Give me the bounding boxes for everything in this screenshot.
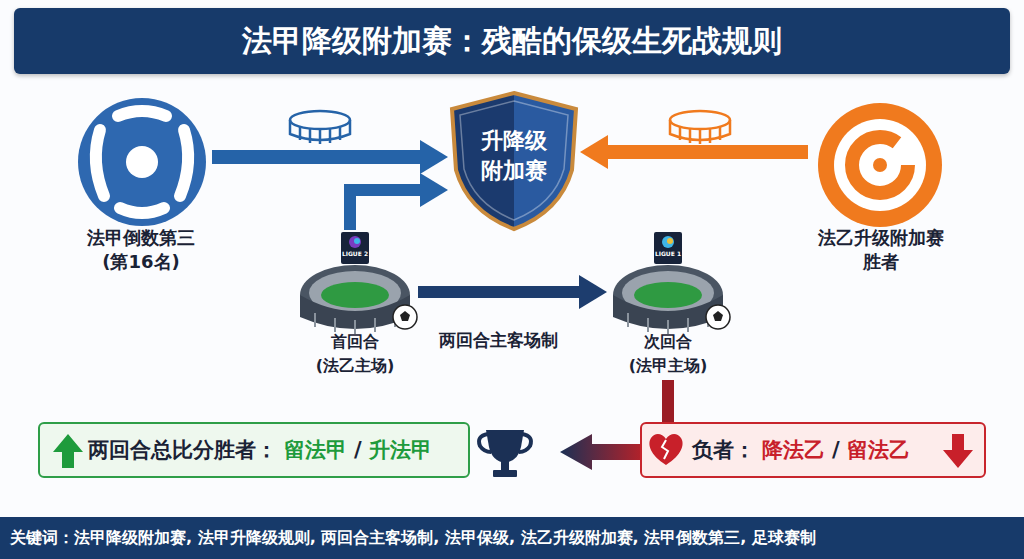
node-text: 法甲倒数第三 (第16名) bbox=[87, 226, 195, 278]
ligue1-logo-part bbox=[78, 98, 206, 226]
stadium-illustration-part bbox=[315, 313, 395, 334]
badge-label: LIGUE 1 bbox=[654, 250, 682, 257]
stadium-illustration-part bbox=[628, 313, 708, 334]
stadium-illustration-part bbox=[309, 271, 401, 315]
stadium-icon-small-part bbox=[300, 126, 340, 144]
trophy-icon-part bbox=[519, 434, 531, 452]
stadium-illustration-part bbox=[662, 236, 674, 248]
connector-arrow bbox=[350, 190, 420, 230]
stadium-illustration-part bbox=[654, 232, 682, 264]
stadium-illustration-part bbox=[634, 282, 702, 308]
node-text: 首回合 (法乙主场) bbox=[316, 330, 395, 380]
stadium-icon-small-part bbox=[290, 111, 350, 129]
stadium-illustration-part bbox=[706, 305, 730, 329]
result-arrow-part bbox=[560, 434, 640, 470]
stadium-illustration-part bbox=[622, 271, 714, 315]
winner-box: 两回合总比分胜者：留法甲 / 升法甲 bbox=[38, 422, 470, 478]
node-text: 升降级 附加赛 bbox=[481, 126, 547, 186]
stadium-icon-small-part bbox=[670, 120, 730, 140]
stadium-icon-small bbox=[670, 111, 730, 144]
stadium-illustration-part bbox=[354, 238, 360, 244]
stadium-icon-small-part bbox=[290, 120, 350, 140]
stadium-illustration-part bbox=[613, 295, 723, 329]
connector-arrow bbox=[418, 286, 579, 298]
stadium-illustration-part bbox=[400, 311, 410, 321]
trophy-icon-part bbox=[501, 462, 509, 471]
node-text: / bbox=[354, 438, 362, 462]
ligue2-logo-part bbox=[818, 103, 942, 227]
trophy-icon-part bbox=[479, 434, 491, 452]
stadium-illustration-part bbox=[349, 236, 361, 248]
node-text: / bbox=[832, 438, 840, 462]
ligue2-logo bbox=[818, 103, 942, 227]
ligue1-logo bbox=[78, 98, 206, 226]
caption-text: 关键词：法甲降级附加赛, 法甲升降级规则, 两回合主客场制, 法甲保级, 法乙升… bbox=[0, 517, 1024, 559]
stadium-illustration-part bbox=[341, 232, 369, 264]
playoff-shield: 升降级 附加赛 bbox=[446, 90, 582, 232]
stadium-illustration bbox=[300, 232, 417, 334]
stadium-illustration-part bbox=[300, 295, 410, 329]
stadium-illustration bbox=[613, 232, 730, 334]
node-text: 两回合总比分胜者： bbox=[88, 436, 277, 464]
connector-arrow bbox=[662, 380, 674, 422]
ligue1-logo-part bbox=[126, 146, 158, 178]
ligue1-logo-part bbox=[96, 130, 104, 196]
ligue2-logo-part bbox=[873, 158, 887, 172]
team-logo-node: 法乙升级附加赛 胜者 bbox=[808, 92, 954, 278]
stadium-illustration-part bbox=[300, 265, 410, 325]
node-text: 降法乙 bbox=[762, 436, 825, 464]
stadium-illustration-part bbox=[613, 265, 723, 325]
stadium-icon-small bbox=[290, 111, 350, 144]
stadium-illustration-part bbox=[321, 282, 389, 308]
ligue1-logo-part bbox=[118, 111, 166, 116]
shield-outline bbox=[452, 93, 576, 229]
node-text: 负者： bbox=[692, 436, 755, 464]
trophy-icon bbox=[479, 430, 531, 477]
shield-inner-line bbox=[460, 101, 568, 220]
trophy-icon-part bbox=[486, 430, 524, 463]
team-logo-node: 法甲倒数第三 (第16名) bbox=[70, 92, 212, 278]
ligue2-logo-part bbox=[852, 137, 908, 193]
stadium-illustration-part bbox=[393, 305, 417, 329]
node-text: 次回合 (法甲主场) bbox=[629, 330, 708, 380]
node-text: 留法乙 bbox=[847, 436, 910, 464]
node-text: 法乙升级附加赛 胜者 bbox=[818, 226, 944, 278]
result-arrow bbox=[560, 434, 640, 470]
stadium-icon-small-part bbox=[680, 126, 720, 144]
badge-label: LIGUE 2 bbox=[341, 250, 369, 257]
stadium-illustration-part bbox=[713, 311, 723, 321]
stadium-icon-small-part bbox=[670, 111, 730, 129]
ligue2-logo-part bbox=[834, 119, 926, 211]
stadium-illustration-part bbox=[667, 238, 673, 244]
node-text: 升法甲 bbox=[369, 436, 432, 464]
trophy-icon-part bbox=[493, 470, 517, 477]
loser-box: 负者：降法乙 / 留法乙 bbox=[640, 422, 986, 478]
connector-arrow bbox=[212, 150, 420, 164]
ligue1-logo-part bbox=[180, 130, 188, 196]
connector-arrow bbox=[608, 145, 808, 159]
edge-label: 两回合主客场制 bbox=[439, 329, 558, 352]
title-text: 法甲降级附加赛：残酷的保级生死战规则 bbox=[14, 8, 1010, 74]
ligue1-logo-part bbox=[120, 208, 164, 213]
node-text: 留法甲 bbox=[284, 436, 347, 464]
